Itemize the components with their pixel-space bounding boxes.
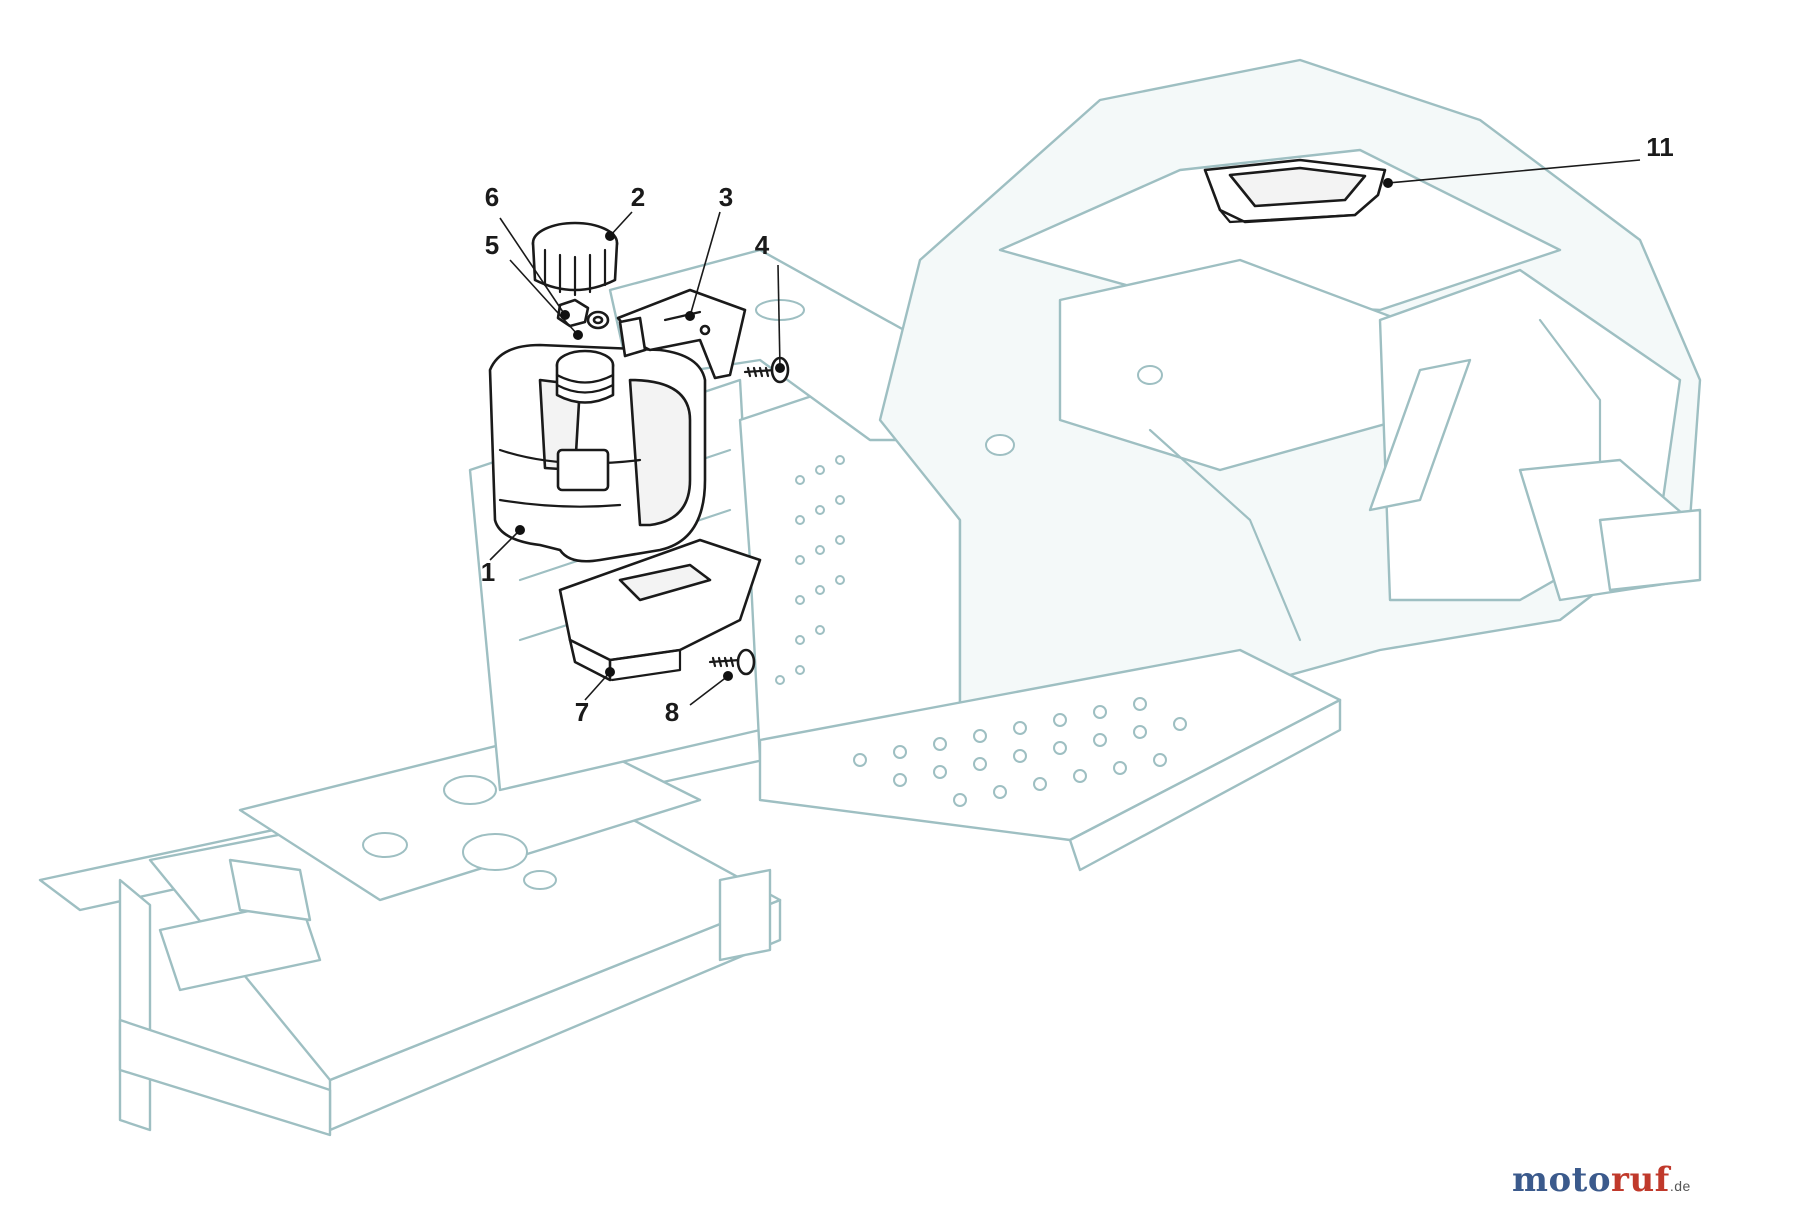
callout-1: 1 (480, 557, 496, 587)
tray (1203, 158, 1387, 224)
nut-and-washer (556, 298, 610, 330)
callout-3: 3 (718, 182, 734, 212)
footboard-holes (853, 697, 1187, 807)
tank-support-plate (558, 538, 762, 682)
brand-watermark: motoruf.de (1512, 1160, 1691, 1200)
tank-bracket (616, 288, 747, 380)
bolt-lower (708, 648, 756, 676)
tractor-frame (38, 58, 1702, 1137)
brand-part-2: ruf (1611, 1160, 1670, 1200)
callout-11: 11 (1646, 132, 1674, 162)
callout-5: 5 (484, 230, 500, 260)
brand-part-1: moto (1512, 1160, 1612, 1200)
perforation-holes (775, 455, 845, 685)
leader-lines (489, 159, 1641, 706)
brand-suffix: .de (1669, 1178, 1691, 1194)
fuel-cap (531, 221, 619, 297)
callout-4: 4 (754, 230, 770, 260)
callout-6: 6 (484, 182, 500, 212)
callout-2: 2 (630, 182, 646, 212)
callout-8: 8 (664, 697, 680, 727)
callout-7: 7 (574, 697, 590, 727)
fuel-tank (488, 343, 707, 563)
